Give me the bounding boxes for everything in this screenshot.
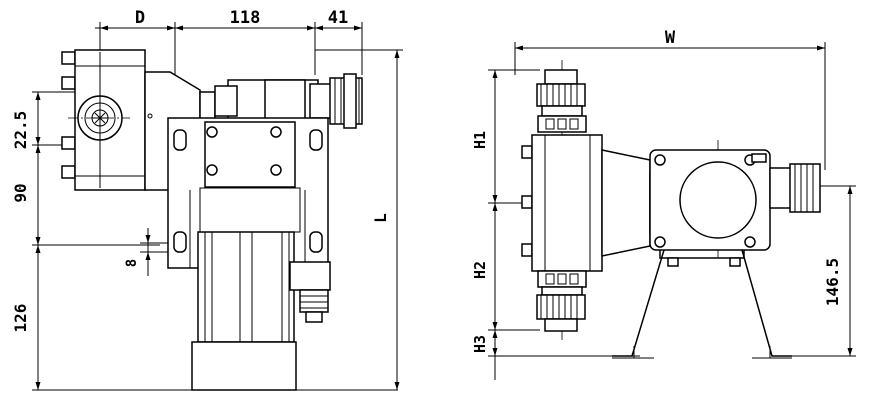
dim-label-41: 41 [328,8,348,28]
right-view: W H1 H2 H3 146.5 [471,28,856,380]
dim-label-22-5: 22.5 [11,111,30,150]
dim-label-90: 90 [11,183,30,202]
right-pump-head [521,134,665,272]
drive-housing [214,73,363,129]
dim-label-h2: H2 [471,261,489,279]
left-view: D 118 41 22.5 90 126 8 [11,8,403,391]
support-bracket [612,249,792,359]
dim-label-d: D [135,8,145,28]
dim-label-8: 8 [124,259,140,267]
dim-label-l: L [371,213,390,223]
dim-label-w: W [665,28,676,48]
dim-label-118: 118 [230,8,261,28]
dim-label-h3: H3 [471,335,489,353]
left-top-dimensions: D 118 41 [95,8,363,75]
left-overall-dimension: L [315,49,403,390]
dim-label-h1: H1 [471,131,489,149]
upper-valve [536,69,587,133]
right-drive-housing [649,149,821,251]
dim-label-126: 126 [11,304,30,333]
motor [191,231,331,391]
lower-valve [536,270,587,332]
right-side-dimension: 146.5 [780,185,856,357]
pump-head [61,49,146,191]
dim-label-146-5: 146.5 [823,258,842,306]
